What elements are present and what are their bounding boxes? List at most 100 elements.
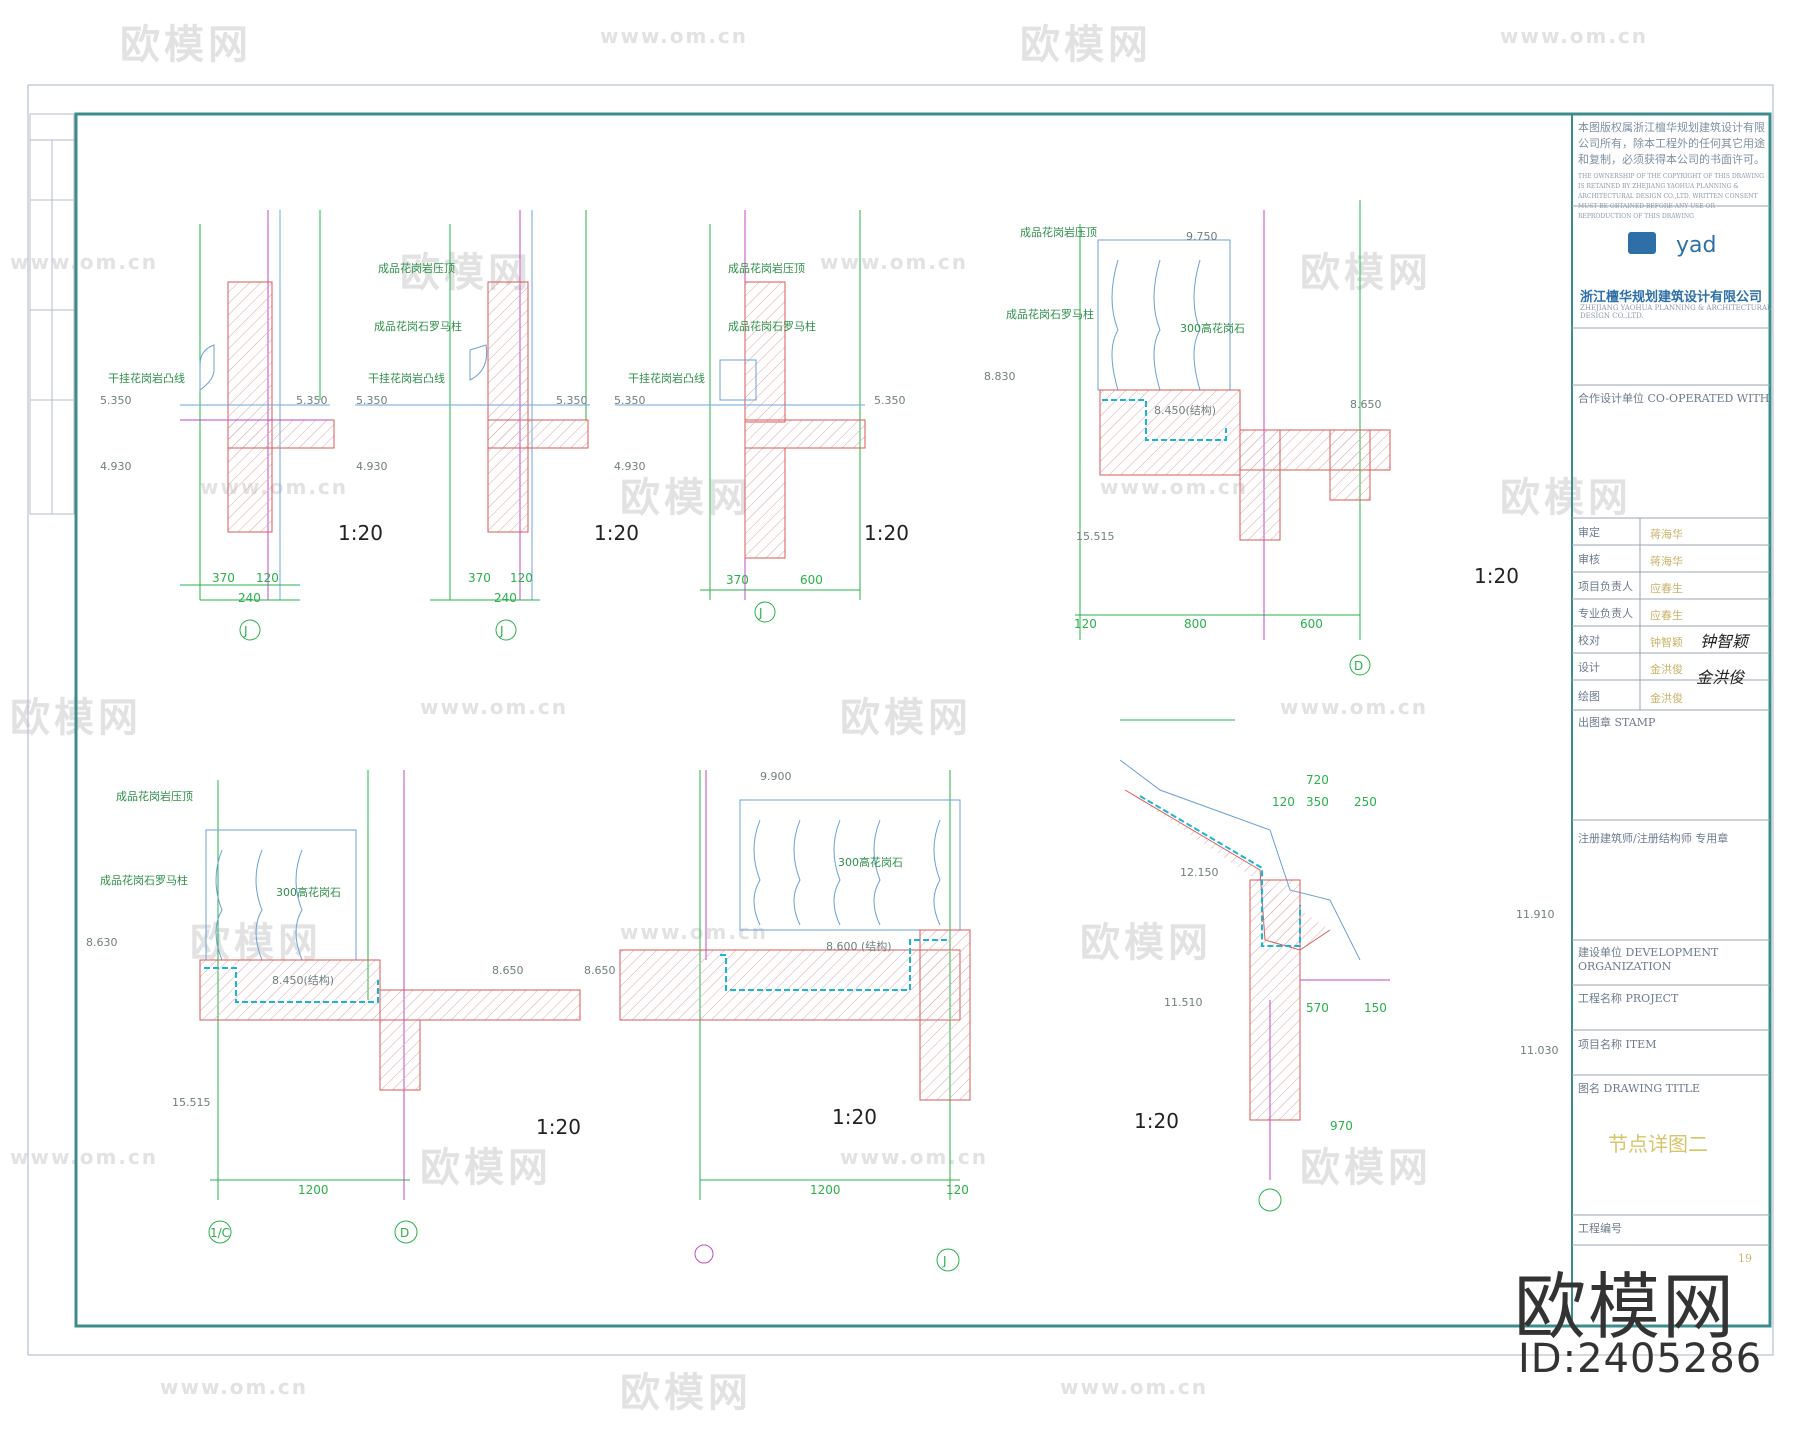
watermark-url: www.om.cn: [10, 250, 159, 274]
elevation: 9.750: [1186, 230, 1218, 243]
watermark-url: www.om.cn: [820, 250, 969, 274]
grid-label: D: [1354, 659, 1363, 673]
company-name-en: ZHEJIANG YAOHUA PLANNING & ARCHITECTURAL…: [1580, 304, 1772, 320]
dimension: 600: [800, 573, 823, 587]
note-cap-line: 干挂花岗岩凸线: [108, 371, 185, 385]
dimension: 800: [1184, 617, 1207, 631]
registration-stamp-label: 注册建筑师/注册结构师 专用章: [1578, 832, 1729, 845]
note-stone: 300高花岗石: [838, 855, 903, 869]
detail-6: J 9.900 300高花岗石 8.600 (结构) 1200 120 1:20: [619, 770, 971, 1272]
role-label: 项目负责人: [1578, 580, 1633, 593]
dimension: 570: [1306, 1001, 1329, 1015]
scale-label: 1:20: [594, 521, 639, 545]
company-logo-icon: [1628, 232, 1656, 254]
dimension: 600: [1300, 617, 1323, 631]
elevation: 8.650: [1350, 398, 1382, 411]
watermark-url: www.om.cn: [1500, 24, 1649, 48]
scale-label: 1:20: [832, 1105, 877, 1129]
watermark-url: www.om.cn: [600, 24, 749, 48]
watermark-url: www.om.cn: [840, 1145, 989, 1169]
elevation: 11.030: [1520, 1044, 1559, 1057]
watermark-brand: 欧模网: [1020, 22, 1152, 68]
watermark-url: www.om.cn: [420, 695, 569, 719]
elevation: 15.515: [172, 1096, 211, 1109]
role-name: 金洪俊: [1650, 663, 1683, 676]
elevation: 4.930: [614, 460, 646, 473]
item-label: 项目名称 ITEM: [1578, 1038, 1657, 1051]
dimension: 720: [1306, 773, 1329, 787]
role-label: 设计: [1578, 661, 1600, 674]
elevation: 5.350: [556, 394, 588, 407]
dimension: 250: [1354, 795, 1377, 809]
role-name: 蒋海华: [1650, 528, 1683, 541]
watermark-brand: 欧模网: [840, 695, 972, 741]
note-coping: 成品花岗岩压顶: [1020, 225, 1097, 239]
scale-label: 1:20: [536, 1115, 581, 1139]
scale-label: 1:20: [338, 521, 383, 545]
detail-4: D 成品花岗岩压顶 成品花岗石罗马柱 300高花岗石 9.750 8.830 8…: [984, 200, 1519, 676]
title-block-grid: [1572, 205, 1770, 1246]
drawing-title: 节点详图二: [1608, 1132, 1708, 1156]
yad-logo-icon: yad: [1676, 233, 1716, 258]
note-baluster: 成品花岗石罗马柱: [728, 319, 816, 333]
elevation: 5.350: [614, 394, 646, 407]
role-name: 蒋海华: [1650, 555, 1683, 568]
dimension: 120: [1272, 795, 1295, 809]
note-cap-line: 干挂花岗岩凸线: [368, 371, 445, 385]
watermark-url: www.om.cn: [1100, 475, 1249, 499]
grid-label: D: [400, 1226, 409, 1240]
note-stone: 300高花岗石: [276, 885, 341, 899]
note-baluster: 成品花岗石罗马柱: [1006, 307, 1094, 321]
watermark-url: www.om.cn: [10, 1145, 159, 1169]
dimension: 370: [726, 573, 749, 587]
dimension: 240: [238, 591, 261, 605]
elevation: 8.830: [984, 370, 1016, 383]
dimension: 1200: [298, 1183, 329, 1197]
note-baluster: 成品花岗石罗马柱: [374, 319, 462, 333]
watermark-url: www.om.cn: [200, 475, 349, 499]
role-name: 金洪俊: [1650, 692, 1683, 705]
elevation: 11.510: [1164, 996, 1203, 1009]
role-label: 专业负责人: [1578, 607, 1633, 620]
elevation: 8.450(结构): [1154, 403, 1216, 417]
scale-label: 1:20: [1134, 1109, 1179, 1133]
elevation: 8.630: [86, 936, 118, 949]
note-stone: 300高花岗石: [1180, 321, 1245, 335]
watermark-brand: 欧模网: [1300, 1145, 1432, 1191]
elevation: 11.910: [1516, 908, 1555, 921]
elevation: 12.150: [1180, 866, 1219, 879]
note-cap-line: 干挂花岗岩凸线: [628, 371, 705, 385]
elevation: 5.350: [296, 394, 328, 407]
watermark-brand: 欧模网: [1300, 250, 1432, 296]
watermark-brand: 欧模网: [620, 475, 752, 521]
dimension: 120: [510, 571, 533, 585]
watermark-brand: 欧模网: [420, 1145, 552, 1191]
copyright-notice-cn: 本图版权属浙江檀华规划建筑设计有限公司所有，除本工程外的任何其它用途和复制，必须…: [1578, 121, 1765, 166]
grid-label: J: [499, 624, 504, 638]
role-label: 绘图: [1578, 690, 1600, 703]
dimension: 150: [1364, 1001, 1387, 1015]
detail-5: 1/C D 成品花岗岩压顶 成品花岗石罗马柱 300高花岗石 8.630 8.6…: [86, 770, 616, 1244]
dimension: 350: [1306, 795, 1329, 809]
watermark-url: www.om.cn: [1280, 695, 1429, 719]
signature-checker: 钟智颖: [1700, 632, 1749, 651]
watermark-brand: 欧模网: [120, 22, 252, 68]
dimension: 240: [494, 591, 517, 605]
grid-label: J: [942, 1254, 947, 1268]
watermark-url: www.om.cn: [1060, 1375, 1209, 1399]
elevation: 5.350: [874, 394, 906, 407]
dimension: 120: [946, 1183, 969, 1197]
note-coping: 成品花岗岩压顶: [378, 261, 455, 275]
role-label: 审核: [1578, 553, 1600, 566]
watermark-brand: 欧模网: [620, 1370, 752, 1416]
brand-watermark-large: 欧模网: [1514, 1265, 1737, 1349]
role-label: 审定: [1578, 526, 1600, 539]
watermark-url: www.om.cn: [160, 1375, 309, 1399]
watermark-brand: 欧模网: [1080, 920, 1212, 966]
grid-label: J: [243, 624, 248, 638]
scale-label: 1:20: [864, 521, 909, 545]
watermark-brand: 欧模网: [10, 695, 142, 741]
sheet-number: 19: [1738, 1252, 1752, 1265]
role-name: 应春生: [1650, 609, 1683, 622]
